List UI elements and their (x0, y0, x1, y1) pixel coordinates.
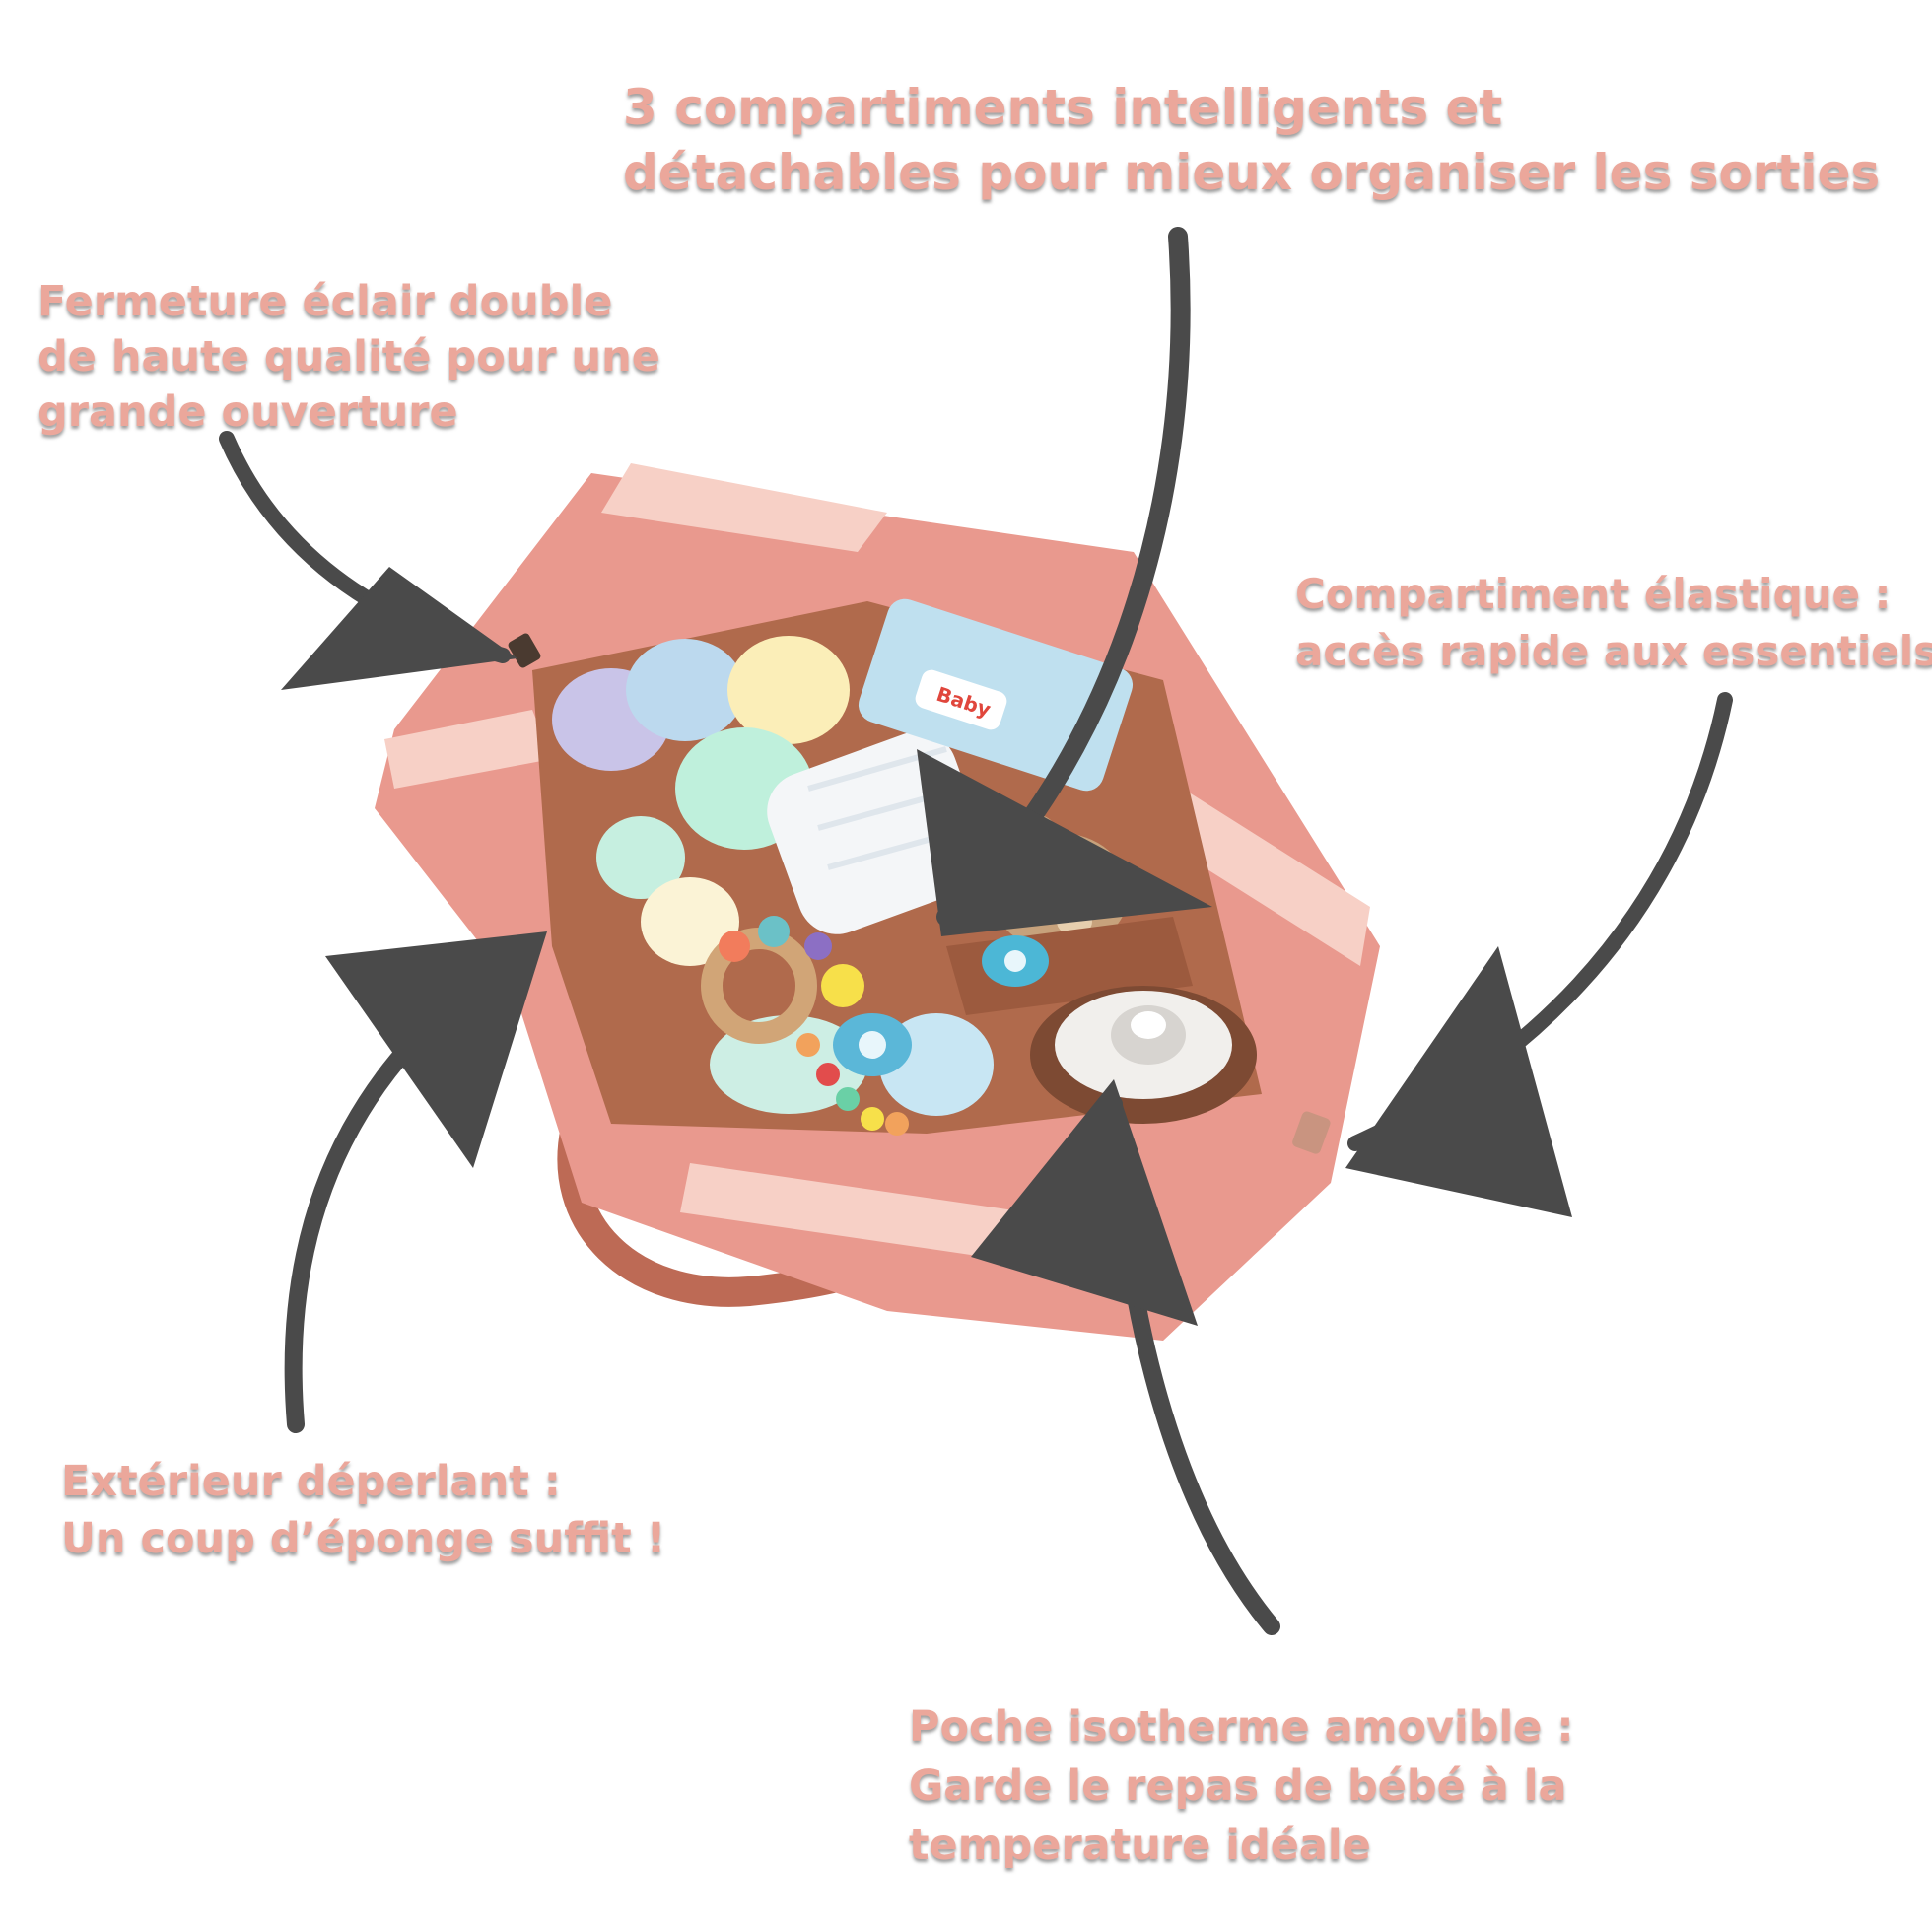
zipper-pull (1292, 1111, 1331, 1154)
callout-line: Garde le repas de bébé à la (909, 1761, 1567, 1811)
teether-toy (701, 916, 909, 1136)
arrow-elastic (1346, 692, 1733, 1217)
insulated-pouch (1030, 986, 1257, 1124)
callout-compartments: 3 compartiments intelligents et détachab… (623, 75, 1880, 205)
arrow-zipper (219, 431, 518, 690)
callout-zipper: Fermeture éclair double de haute qualité… (37, 274, 660, 440)
zipper-pull (508, 633, 541, 668)
arrow-insulated (971, 1079, 1280, 1635)
callout-line: Extérieur déperlant : (61, 1457, 561, 1506)
wipes-pack: Baby (858, 598, 1134, 792)
callout-line: détachables pour mieux organiser les sor… (623, 144, 1881, 201)
callout-line: grande ouverture (37, 387, 458, 437)
bag-stripe (601, 463, 887, 552)
callout-line: Fermeture éclair double (37, 277, 613, 326)
callout-line: de haute qualité pour une (37, 332, 660, 381)
bag-stripe (1173, 789, 1370, 966)
callout-line: Un coup d’éponge suffit ! (61, 1514, 666, 1563)
callout-line: temperature idéale (909, 1821, 1371, 1870)
callout-exterior: Extérieur déperlant : Un coup d’éponge s… (61, 1453, 665, 1567)
callout-line: Compartiment élastique : (1295, 570, 1892, 618)
callout-elastic: Compartiment élastique : accès rapide au… (1295, 566, 1932, 680)
rolled-towels (552, 636, 994, 1116)
bag-stripe (384, 710, 552, 789)
pacifier (833, 1013, 912, 1076)
callout-insulated: Poche isotherme amovible : Garde le repa… (909, 1697, 1574, 1875)
callout-line: accès rapide aux essentiels (1295, 627, 1932, 675)
arrow-compartments (917, 227, 1212, 936)
pacifier (982, 935, 1049, 987)
arrow-exterior (284, 932, 547, 1433)
callout-line: Poche isotherme amovible : (909, 1702, 1574, 1752)
callout-line: 3 compartiments intelligents et (623, 79, 1503, 136)
